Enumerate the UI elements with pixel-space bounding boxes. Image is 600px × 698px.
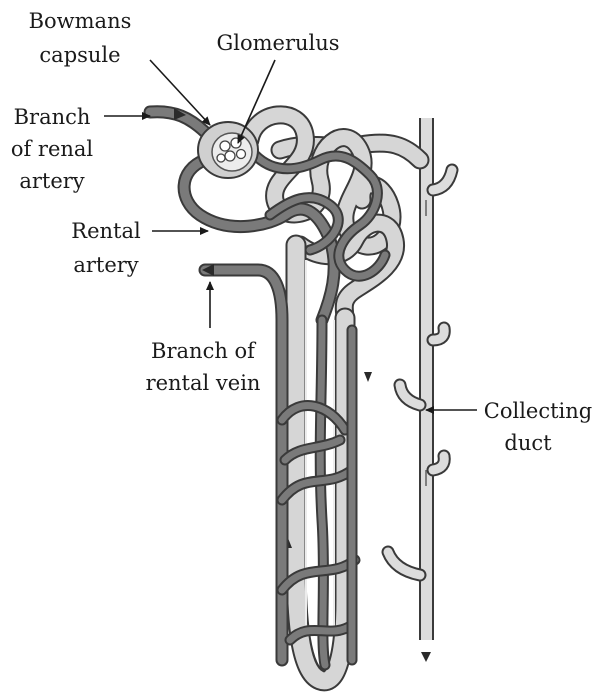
label-branch-rental-vein: Branch of rental vein [146, 282, 261, 395]
label-line: Bowmans [29, 9, 132, 33]
duct-branch [433, 456, 444, 470]
label-branch-renal-artery: Branch of renal artery [11, 105, 150, 193]
flow-arrow [364, 372, 372, 382]
duct-branch [400, 385, 420, 405]
label-line: Glomerulus [216, 31, 339, 55]
label-line: artery [73, 253, 138, 277]
label-line: duct [504, 431, 552, 455]
flow-arrow [421, 652, 431, 662]
label-line: rental vein [146, 371, 261, 395]
label-line: Rental [71, 219, 141, 243]
label-line: of renal [11, 137, 94, 161]
duct-branch [388, 552, 420, 575]
duct-branch [433, 328, 444, 340]
duct-branch [433, 170, 452, 190]
label-collecting-duct: Collecting duct [426, 399, 592, 455]
label-line: Branch of [151, 339, 257, 363]
label-line: capsule [39, 43, 120, 67]
label-line: Branch [14, 105, 91, 129]
label-line: artery [19, 169, 84, 193]
label-line: Collecting [484, 399, 592, 423]
label-rental-artery: Rental artery [71, 219, 208, 277]
